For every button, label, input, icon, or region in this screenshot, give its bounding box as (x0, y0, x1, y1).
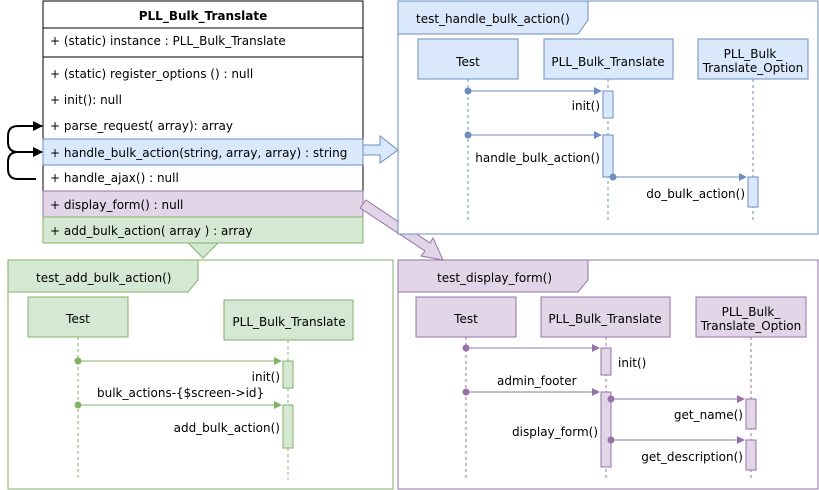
call-loop-arrows (7, 121, 43, 180)
lifeline-option-label-line1: PLL_Bulk_ (722, 305, 782, 319)
lifeline-pll-bulk-translate (540, 296, 671, 338)
method-handle-bulk-action: + handle_bulk_action(string, array, arra… (50, 146, 347, 160)
message-admin-footer: admin_footer (497, 374, 577, 388)
frame-title: test_add_bulk_action() (36, 271, 171, 285)
message-get-description: get_description() (641, 450, 743, 464)
frame-test-display-form: test_display_form() Test PLL_Bulk_Transl… (397, 259, 819, 490)
lifeline-pll-bulk-translate-label: PLL_Bulk_Translate (548, 312, 661, 326)
message-init: init() (618, 356, 646, 370)
method-init: + init(): null (50, 93, 122, 107)
block-arrow-to-handle-frame (362, 134, 399, 164)
message-display-form: display_form() (512, 425, 598, 439)
lifeline-option-label-line2: Translate_Option (700, 319, 802, 333)
method-handle-ajax: + handle_ajax() : null (50, 171, 179, 185)
lifeline-test-label: Test (455, 55, 480, 69)
activation-display-form (600, 391, 612, 468)
lifeline-pll-bulk-translate-label: PLL_Bulk_Translate (232, 315, 345, 329)
method-handle-bulk-action-row (42, 138, 364, 166)
message-init: init() (572, 99, 600, 113)
message-bulk-actions-hook: bulk_actions-{$screen->id} (97, 386, 264, 400)
activation-add-bulk-action (282, 404, 294, 449)
lifeline-pll-bulk-translate-option (695, 296, 807, 338)
method-display-form: + display_form() : null (50, 198, 183, 212)
activation-init (602, 90, 614, 119)
method-display-form-row (42, 190, 364, 218)
message-init: init() (252, 370, 280, 384)
activation-get-description (745, 439, 757, 471)
message-do-bulk-action: do_bulk_action() (646, 187, 745, 201)
lifeline-option-label-line1: PLL_Bulk_ (724, 47, 784, 61)
message-add-bulk-action: add_bulk_action() (174, 421, 280, 435)
class-attribute: + (static) instance : PLL_Bulk_Translate (50, 34, 286, 48)
class-title: PLL_Bulk_Translate (139, 9, 268, 24)
lifeline-test (415, 296, 517, 338)
method-add-bulk-action: + add_bulk_action( array ) : array (50, 224, 253, 238)
message-get-name: get_name() (674, 408, 743, 422)
lifeline-pll-bulk-translate-label: PLL_Bulk_Translate (551, 55, 664, 69)
lifeline-option-label-line2: Translate_Option (702, 61, 804, 75)
method-parse-request: + parse_request( array): array (50, 119, 233, 133)
frame-test-handle-bulk-action: test_handle_bulk_action() Test PLL_Bulk_… (397, 0, 819, 235)
activation-init (282, 360, 294, 389)
lifeline-test-label: Test (453, 312, 478, 326)
lifeline-test-label: Test (65, 312, 90, 326)
method-register-options: + (static) register_options () : null (50, 67, 253, 81)
activation-do-bulk-action (747, 176, 759, 208)
frame-title: test_display_form() (437, 271, 552, 285)
class-box: PLL_Bulk_Translate + (static) instance :… (42, 0, 364, 244)
activation-handle-bulk-action (602, 134, 614, 178)
lifeline-pll-bulk-translate (223, 299, 354, 341)
frame-test-add-bulk-action: test_add_bulk_action() Test PLL_Bulk_Tra… (7, 259, 394, 490)
lifeline-pll-bulk-translate-option (697, 38, 809, 80)
block-arrow-to-add-frame (186, 242, 220, 259)
activation-init (600, 347, 612, 376)
message-handle-bulk-action: handle_bulk_action() (475, 151, 600, 165)
activation-get-name (745, 398, 757, 430)
method-add-bulk-action-row (42, 216, 364, 244)
lifeline-pll-bulk-translate (543, 38, 674, 80)
frame-title: test_handle_bulk_action() (416, 12, 570, 26)
lifeline-test (417, 38, 519, 80)
